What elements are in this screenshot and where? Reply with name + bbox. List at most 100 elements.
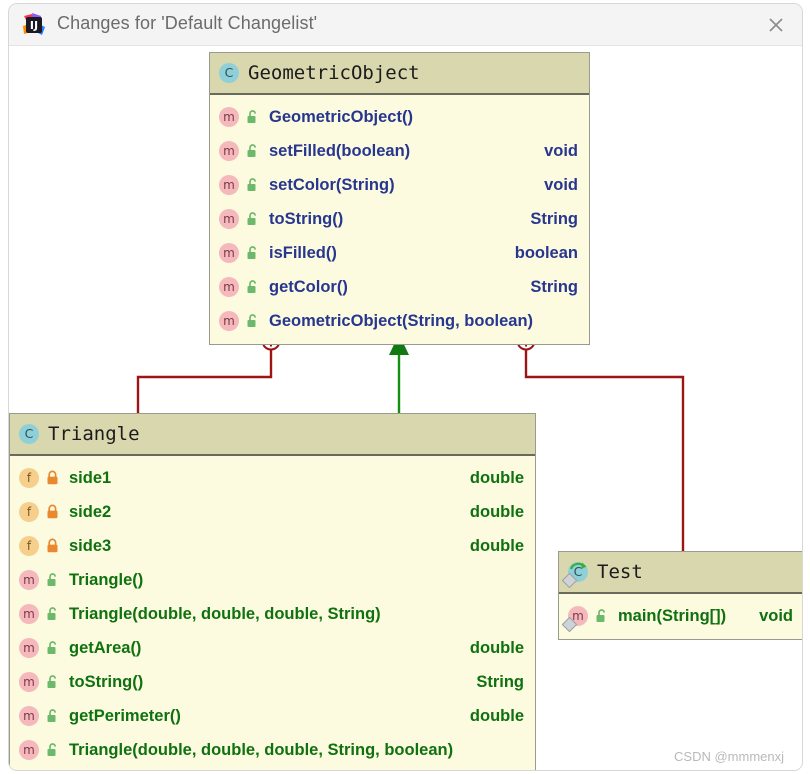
uml-member-row[interactable]: m getArea() double — [10, 631, 535, 665]
watermark: CSDN @mmmenxj — [674, 749, 784, 764]
lock-closed-icon — [45, 538, 60, 554]
lock-open-icon — [45, 640, 60, 656]
uml-class-members: f side1 double f — [10, 456, 535, 770]
member-name: getArea() — [69, 638, 142, 657]
member-name: toString() — [269, 209, 344, 228]
uml-member-row[interactable]: m getColor() String — [210, 270, 589, 304]
method-icon: m — [219, 141, 239, 161]
member-name: setColor(String) — [269, 175, 395, 194]
lock-open-icon — [45, 572, 60, 588]
window-title: Changes for 'Default Changelist' — [57, 13, 318, 33]
uml-member-row[interactable]: m Triangle(double, double, double, Strin… — [10, 733, 535, 767]
lock-open-icon — [245, 279, 260, 295]
uml-class-header: C Test — [559, 552, 802, 594]
member-name: Triangle() — [69, 570, 144, 589]
field-icon: f — [19, 536, 39, 556]
member-type: void — [544, 141, 578, 160]
method-icon: m — [19, 672, 39, 692]
uml-class-header: C GeometricObject — [210, 53, 589, 95]
member-type: double — [469, 468, 524, 487]
uml-member-row[interactable]: m Triangle() — [10, 563, 535, 597]
uml-member-row[interactable]: f side3 double — [10, 529, 535, 563]
uml-class-test[interactable]: C Test m — [558, 551, 802, 640]
member-type: String — [476, 672, 524, 691]
changes-dialog-window: IJ Changes for 'Default Changelist' — [8, 3, 803, 771]
uml-member-row[interactable]: m main(String[]) void — [559, 599, 802, 633]
member-type: void — [544, 175, 578, 194]
uml-member-row[interactable]: m getPerimeter() double — [10, 699, 535, 733]
edge-geometricobject-test-usage — [516, 331, 685, 554]
edge-triangle-geometricobject-inheritance — [389, 334, 409, 416]
uml-class-header: C Triangle — [10, 414, 535, 456]
class-icon: C — [219, 63, 239, 83]
uml-member-row[interactable]: m toString() String — [210, 202, 589, 236]
lock-open-icon — [245, 211, 260, 227]
method-icon: m — [19, 706, 39, 726]
method-icon: m — [219, 107, 239, 127]
member-name: Triangle(double, double, double, String) — [69, 604, 381, 623]
lock-closed-icon — [45, 504, 60, 520]
member-type: boolean — [514, 243, 578, 262]
uml-member-row[interactable]: m setColor(String) void — [210, 168, 589, 202]
member-name: isFilled() — [269, 243, 337, 262]
method-icon: m — [19, 604, 39, 624]
uml-member-row[interactable]: m setFilled(boolean) void — [210, 134, 589, 168]
lock-open-icon — [45, 742, 60, 758]
uml-class-name: GeometricObject — [248, 62, 420, 84]
method-icon: m — [561, 606, 588, 633]
member-name: toString() — [69, 672, 144, 691]
uml-member-row[interactable]: m Triangle(double, double, double, Strin… — [10, 597, 535, 631]
runnable-class-icon: C — [561, 562, 588, 589]
uml-member-row[interactable]: m GeometricObject() — [210, 100, 589, 134]
member-type: double — [469, 536, 524, 555]
lock-open-icon — [245, 245, 260, 261]
member-name: GeometricObject(String, boolean) — [269, 311, 534, 330]
member-name: getColor() — [269, 277, 348, 296]
lock-open-icon — [245, 177, 260, 193]
member-type: String — [530, 209, 578, 228]
window-titlebar: IJ Changes for 'Default Changelist' — [9, 4, 802, 46]
member-name: side1 — [69, 468, 112, 487]
member-name: getPerimeter() — [69, 706, 181, 725]
uml-class-geometricobject[interactable]: C GeometricObject m GeometricObject() — [209, 52, 590, 345]
uml-member-row[interactable]: f side1 double — [10, 461, 535, 495]
member-type: String — [530, 277, 578, 296]
lock-open-icon — [45, 708, 60, 724]
member-name: setFilled(boolean) — [269, 141, 411, 160]
member-type: double — [469, 502, 524, 521]
member-name: side2 — [69, 502, 112, 521]
field-icon: f — [19, 468, 39, 488]
uml-class-triangle[interactable]: C Triangle f side1 double — [9, 413, 536, 770]
lock-open-icon — [45, 606, 60, 622]
intellij-idea-icon: IJ — [21, 12, 47, 38]
member-name: side3 — [69, 536, 112, 555]
member-type: void — [759, 606, 793, 625]
lock-open-icon — [45, 674, 60, 690]
uml-diagram-canvas[interactable]: C GeometricObject m GeometricObject() — [9, 46, 802, 770]
field-icon: f — [19, 502, 39, 522]
lock-closed-icon — [45, 470, 60, 486]
method-icon: m — [219, 243, 239, 263]
lock-open-icon — [594, 608, 609, 624]
lock-open-icon — [245, 313, 260, 329]
method-icon: m — [219, 175, 239, 195]
uml-member-row[interactable]: m GeometricObject(String, boolean) — [210, 304, 589, 338]
uml-class-name: Triangle — [48, 423, 140, 445]
uml-member-row[interactable]: m toString() String — [10, 665, 535, 699]
close-icon[interactable] — [762, 12, 790, 38]
member-name: Triangle(double, double, double, String,… — [69, 740, 454, 759]
method-icon: m — [19, 740, 39, 760]
uml-class-members: m main(String[]) void — [559, 594, 802, 639]
method-icon: m — [219, 277, 239, 297]
svg-text:IJ: IJ — [30, 19, 38, 32]
uml-member-row[interactable]: f side2 double — [10, 495, 535, 529]
lock-open-icon — [245, 143, 260, 159]
uml-member-row[interactable]: m isFilled() boolean — [210, 236, 589, 270]
member-name: main(String[]) — [618, 606, 727, 625]
edge-geometricobject-triangle-usage — [136, 331, 281, 418]
method-icon: m — [219, 209, 239, 229]
uml-class-name: Test — [597, 561, 643, 583]
lock-open-icon — [245, 109, 260, 125]
method-icon: m — [19, 638, 39, 658]
